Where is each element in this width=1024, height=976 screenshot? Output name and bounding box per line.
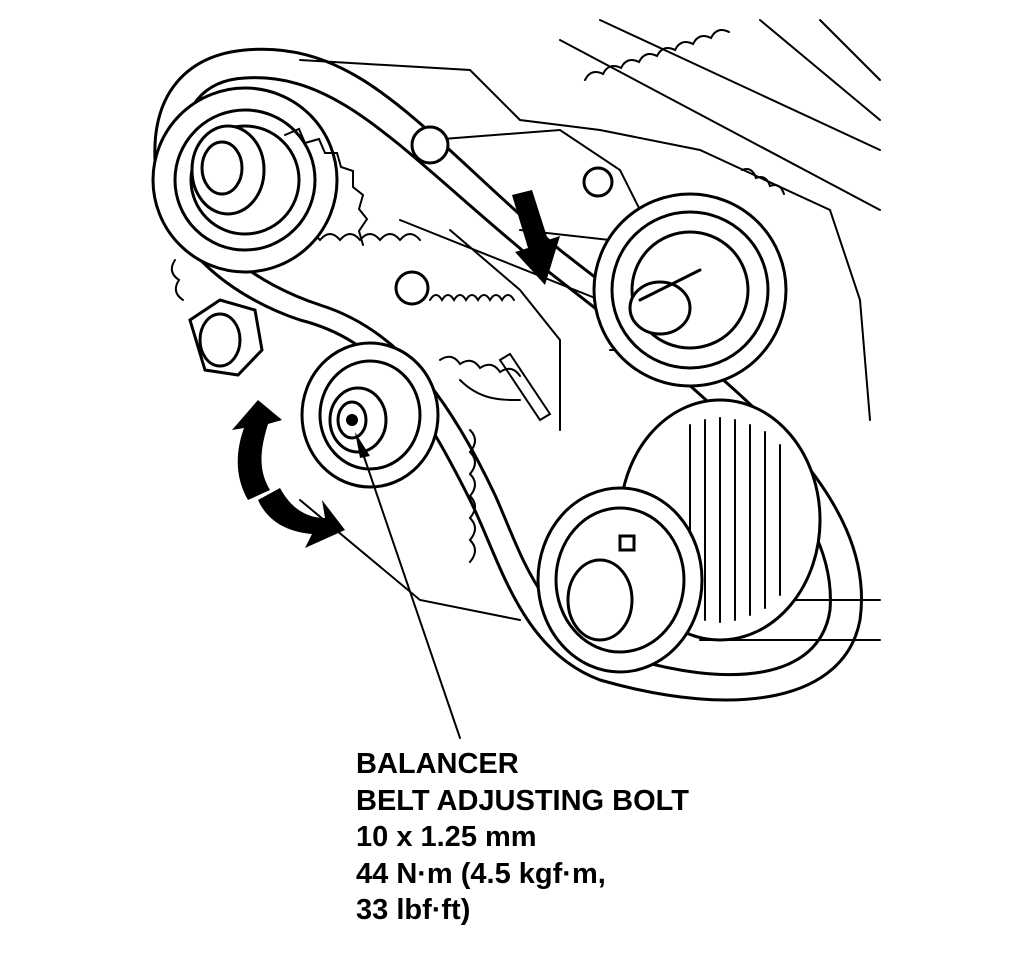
- rotation-arrow: [232, 400, 345, 548]
- callout-line-2: BELT ADJUSTING BOLT: [356, 784, 689, 817]
- crankshaft-pulley: [536, 398, 822, 674]
- bolt-callout-label: BALANCER BELT ADJUSTING BOLT 10 x 1.25 m…: [356, 746, 876, 929]
- push-direction-arrow: [512, 190, 560, 285]
- callout-leader: [355, 432, 461, 739]
- idler-pulley-right: [592, 192, 788, 388]
- callout-line-3: 10 x 1.25 mm: [356, 821, 537, 853]
- callout-line-4: 44 N·m (4.5 kgf·m,: [356, 857, 606, 890]
- bolt-small-2: [394, 270, 430, 306]
- engine-block-outline: [299, 19, 881, 641]
- tensioner-spring: [429, 294, 552, 422]
- bolt-small-1: [410, 125, 450, 165]
- balancer-belt-tensioner: [300, 341, 440, 489]
- balancer-pulley-upper: [151, 86, 369, 274]
- callout-line-1: BALANCER: [356, 748, 519, 780]
- callout-line-5: 33 lbf·ft): [356, 894, 471, 926]
- mounting-bolt-left: [188, 298, 264, 377]
- bolt-small-3: [582, 166, 614, 198]
